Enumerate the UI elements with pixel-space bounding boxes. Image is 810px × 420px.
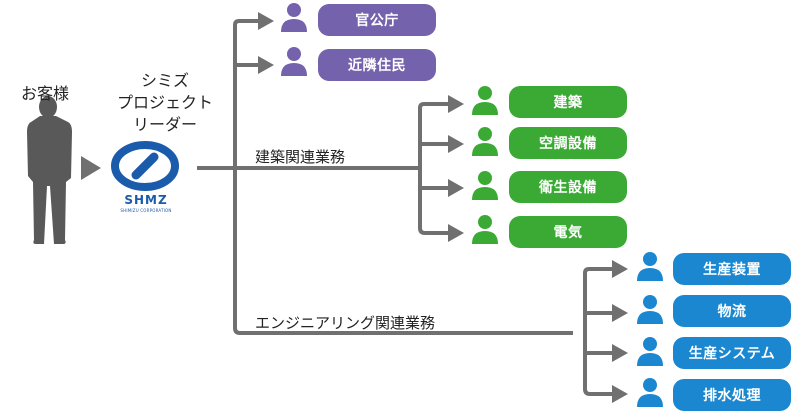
person-icon-govt — [281, 3, 307, 32]
pill-denki: 電気 — [509, 216, 627, 248]
leader-title: シミズ プロジェクト リーダー — [110, 70, 220, 136]
arrow-kucho — [448, 135, 464, 153]
pill-kucho: 空調設備 — [509, 127, 627, 159]
pill-butsuryu: 物流 — [673, 295, 791, 327]
arrow-seisan — [612, 260, 628, 278]
branch-label-engineering: エンジニアリング関連業務 — [255, 314, 436, 332]
person-icon-haisui — [637, 378, 663, 407]
branch-label-building: 建築関連業務 — [255, 148, 346, 166]
pill-system: 生産システム — [673, 337, 791, 369]
person-icon-eisei — [472, 171, 498, 200]
arrow-butsuryu — [612, 304, 628, 322]
person-icon-butsuryu — [637, 295, 663, 324]
line-trunk — [233, 19, 573, 335]
line-building-vert — [418, 102, 448, 235]
arrow-denki — [448, 224, 464, 242]
arrow-system — [612, 344, 628, 362]
leader-line-2: プロジェクト — [116, 93, 213, 112]
person-icon-seisan — [637, 252, 663, 281]
arrow-neighbors — [258, 56, 274, 74]
leader-line-1: シミズ — [140, 71, 189, 90]
pill-eisei: 衛生設備 — [509, 171, 627, 203]
person-icon-kenchiku — [472, 86, 498, 115]
pill-haisui: 排水処理 — [673, 379, 791, 411]
pill-govt: 官公庁 — [318, 4, 436, 36]
person-icon-kucho — [472, 127, 498, 156]
customer-label: お客様 — [21, 84, 70, 103]
arrow-customer-to-leader — [81, 156, 101, 180]
arrow-eisei — [448, 179, 464, 197]
pill-neighbors: 近隣住民 — [318, 49, 436, 81]
arrow-kenchiku — [448, 95, 464, 113]
person-icon-denki — [472, 215, 498, 244]
pill-seisan: 生産装置 — [673, 253, 791, 285]
logo-brand-text: SHMZ — [124, 193, 168, 207]
leader-line-3: リーダー — [132, 115, 197, 134]
person-icon-system — [637, 337, 663, 366]
arrow-govt — [258, 12, 274, 30]
pill-kenchiku: 建築 — [509, 86, 627, 118]
person-icon-neighbors — [281, 47, 307, 76]
logo-sub-text: SHIMIZU CORPORATION — [120, 208, 172, 213]
line-eng-vert — [583, 267, 612, 396]
arrow-haisui — [612, 385, 628, 403]
